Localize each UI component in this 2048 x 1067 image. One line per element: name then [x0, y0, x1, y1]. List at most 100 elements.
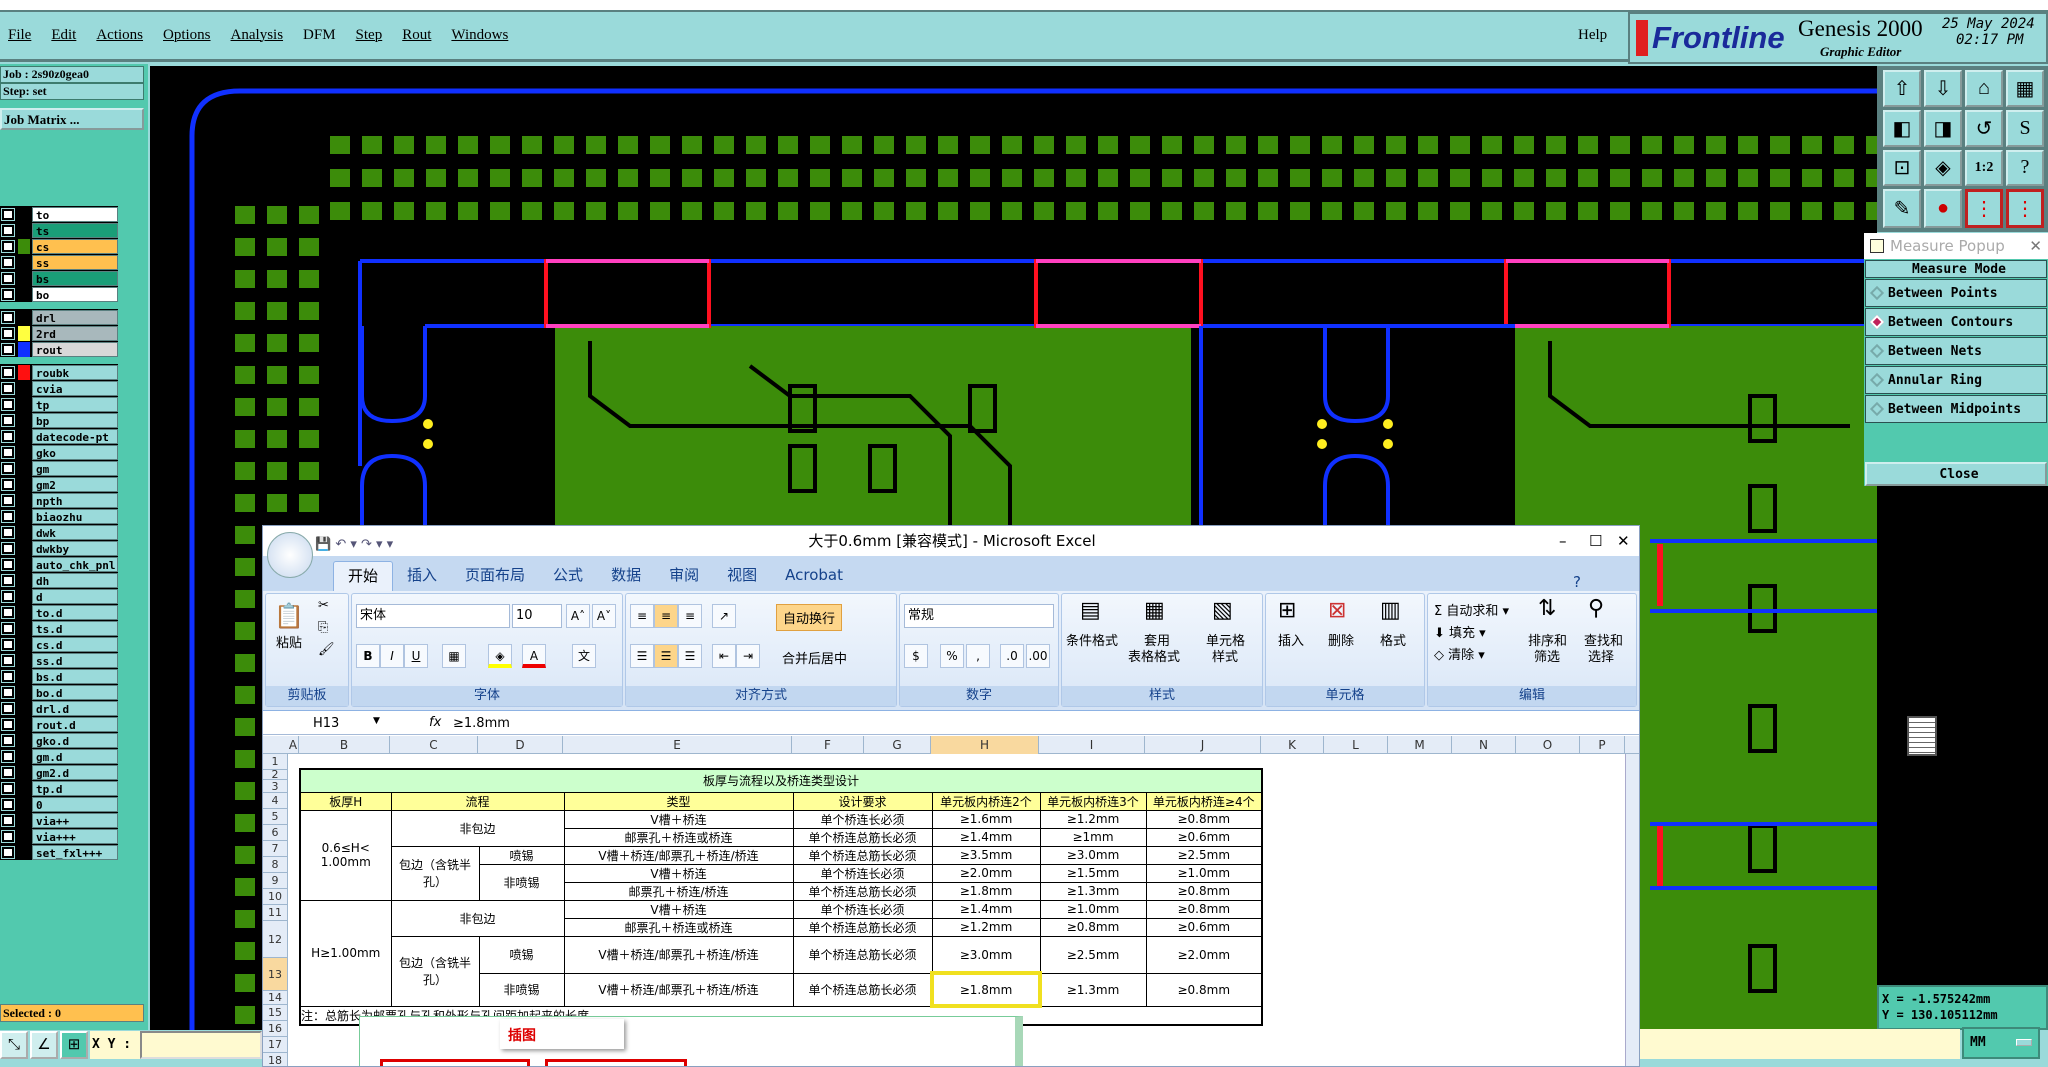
angle-icon[interactable]: ∠: [30, 1031, 58, 1059]
table-cell[interactable]: ≥0.8mm: [1039, 917, 1147, 937]
layer-checkbox[interactable]: [1, 669, 15, 683]
layer-row[interactable]: rout: [0, 341, 118, 357]
font-size-select[interactable]: 10: [512, 604, 562, 628]
format-painter-icon[interactable]: 🖌: [318, 642, 335, 657]
menu-actions[interactable]: Actions: [96, 27, 144, 43]
ribbon-tab[interactable]: 插入: [407, 566, 438, 584]
insert-button[interactable]: 插入: [1278, 634, 1305, 649]
font-name-select[interactable]: 宋体: [356, 604, 510, 628]
column-header[interactable]: M: [1388, 736, 1452, 754]
cell-style-line1[interactable]: 单元格: [1206, 634, 1246, 649]
bold-icon[interactable]: B: [356, 644, 380, 668]
ribbon-tab[interactable]: 页面布局: [465, 566, 526, 584]
help-icon[interactable]: ?: [2006, 149, 2044, 187]
layer-row[interactable]: dh: [0, 572, 118, 588]
layer-checkbox[interactable]: [1, 239, 15, 253]
column-header[interactable]: E: [563, 736, 792, 754]
menu-help[interactable]: Help: [1578, 27, 1608, 43]
table-cell[interactable]: H≥1.00mm: [299, 899, 392, 1007]
layer-checkbox[interactable]: [1, 365, 15, 379]
find-select-icon[interactable]: ⚲: [1588, 596, 1605, 621]
layer-checkbox[interactable]: [1, 397, 15, 411]
table-cell[interactable]: ≥1mm: [1039, 827, 1147, 847]
layer-row[interactable]: bp: [0, 412, 118, 428]
row-header[interactable]: 8: [263, 857, 288, 873]
layer-checkbox[interactable]: [1, 541, 15, 555]
row-header[interactable]: 14: [263, 991, 288, 1005]
row-header[interactable]: 6: [263, 825, 288, 841]
snap-icon[interactable]: S: [2006, 109, 2044, 147]
layer-checkbox[interactable]: [1, 621, 15, 635]
header-cell[interactable]: 单元板内桥连≥4个: [1145, 791, 1263, 811]
table-cell[interactable]: ≥1.2mm: [1039, 809, 1147, 829]
layer-row[interactable]: ss.d: [0, 652, 118, 668]
row-header[interactable]: 15: [263, 1005, 288, 1021]
align-right-icon[interactable]: ☰: [678, 644, 702, 668]
layer-row[interactable]: datecode-pt: [0, 428, 118, 444]
command-line[interactable]: [1640, 1029, 1960, 1059]
close-icon[interactable]: ✕: [2029, 237, 2042, 255]
table-title[interactable]: 板厚与流程以及桥连类型设计: [299, 768, 1263, 793]
header-cell[interactable]: 流程: [390, 791, 565, 811]
layer-row[interactable]: gm: [0, 460, 118, 476]
layer-row[interactable]: bs.d: [0, 668, 118, 684]
table-cell[interactable]: ≥1.8mm: [930, 971, 1042, 1008]
layer-checkbox[interactable]: [1, 733, 15, 747]
phonetic-icon[interactable]: 文: [572, 644, 596, 668]
zoom-page-down-icon[interactable]: ⇩: [1924, 70, 1962, 107]
paste-button[interactable]: 粘贴: [276, 636, 303, 651]
menu-options[interactable]: Options: [163, 27, 211, 43]
layer-row[interactable]: rout.d: [0, 716, 118, 732]
measure-option[interactable]: Between Nets: [1865, 337, 2047, 365]
layer-row[interactable]: gko.d: [0, 732, 118, 748]
delete-cells-icon[interactable]: ⊠: [1328, 598, 1347, 623]
table-cell[interactable]: ≥3.0mm: [931, 935, 1041, 974]
grow-font-icon[interactable]: A˄: [566, 604, 590, 628]
table-cell[interactable]: ≥2.0mm: [1145, 935, 1263, 974]
tools-icon[interactable]: ✎: [1883, 189, 1921, 228]
table-format-icon[interactable]: ▦: [1144, 598, 1165, 623]
menu-analysis[interactable]: Analysis: [230, 27, 284, 43]
table-cell[interactable]: 单个桥连长必须: [792, 863, 933, 883]
layer-row[interactable]: via+++: [0, 828, 118, 844]
measure-option[interactable]: Between Contours: [1865, 308, 2047, 336]
table-cell[interactable]: ≥1.2mm: [931, 917, 1041, 937]
layer-row[interactable]: npth: [0, 492, 118, 508]
format-cells-icon[interactable]: ▥: [1380, 598, 1401, 623]
layer-checkbox[interactable]: [1, 493, 15, 507]
conditional-format-icon[interactable]: ▤: [1080, 598, 1101, 623]
layer-checkbox[interactable]: [1, 749, 15, 763]
layer-row[interactable]: ts.d: [0, 620, 118, 636]
row-header[interactable]: 17: [263, 1037, 288, 1053]
column-header[interactable]: B: [299, 736, 390, 754]
table-cell[interactable]: V槽＋桥连: [563, 863, 794, 883]
grid-icon[interactable]: ⊞: [60, 1031, 88, 1059]
fill-color-icon[interactable]: ◈: [488, 644, 512, 668]
table-cell[interactable]: ≥0.8mm: [1145, 809, 1263, 829]
ribbon-tab[interactable]: 公式: [553, 566, 584, 584]
table-cell[interactable]: ≥2.5mm: [1145, 845, 1263, 865]
menu-edit[interactable]: Edit: [51, 27, 77, 43]
increase-decimal-icon[interactable]: .0: [1000, 644, 1024, 668]
zoom-page-up-icon[interactable]: ⇧: [1883, 70, 1921, 107]
layer-checkbox[interactable]: [1, 589, 15, 603]
grid-xy-icon[interactable]: ▦: [2006, 70, 2044, 107]
table-cell[interactable]: V槽＋桥连: [563, 899, 794, 919]
table-cell[interactable]: 0.6≤H< 1.00mm: [299, 809, 392, 901]
number-format-select[interactable]: 常规: [904, 604, 1054, 628]
layer-row[interactable]: 0: [0, 796, 118, 812]
autosum-button[interactable]: Σ 自动求和 ▾: [1434, 604, 1510, 619]
column-header[interactable]: J: [1145, 736, 1261, 754]
layer-row[interactable]: 2rd: [0, 325, 118, 341]
table-cell[interactable]: V槽＋桥连: [563, 809, 794, 829]
row-header[interactable]: 3: [263, 780, 288, 793]
table-cell[interactable]: V槽＋桥连/邮票孔＋桥连/桥连: [563, 935, 794, 974]
table-cell[interactable]: ≥3.5mm: [931, 845, 1041, 865]
layer-checkbox[interactable]: [1, 781, 15, 795]
table-cell[interactable]: 邮票孔＋桥连/桥连: [563, 881, 794, 901]
cell-style-icon[interactable]: ▧: [1212, 598, 1233, 623]
currency-icon[interactable]: $: [904, 644, 928, 668]
sort-filter-line2[interactable]: 筛选: [1534, 650, 1561, 665]
table-cell[interactable]: 单个桥连总筋长必须: [792, 881, 933, 901]
table-cell[interactable]: 非包边: [390, 809, 565, 847]
